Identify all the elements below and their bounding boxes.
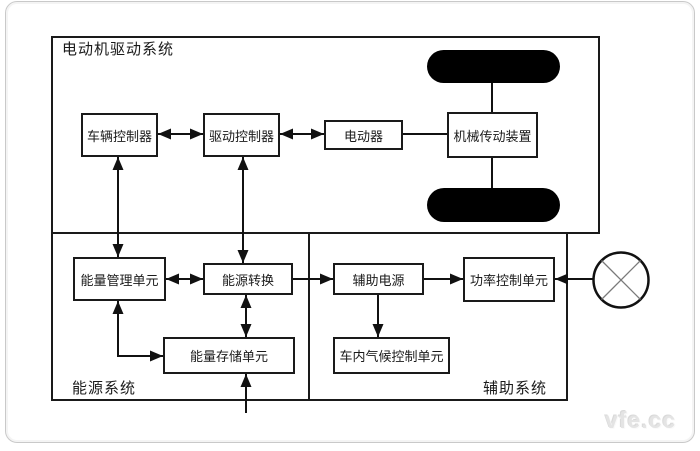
node-vehicle-controller: 车辆控制器 xyxy=(81,113,158,157)
node-power-control-unit: 功率控制单元 xyxy=(463,257,555,302)
node-energy-management-unit: 能量管理单元 xyxy=(73,257,166,301)
image-rounded-frame xyxy=(5,1,695,443)
watermark: vfe.cc xyxy=(605,407,677,433)
node-motor: 电动器 xyxy=(324,120,403,150)
label-energy-system: 能源系统 xyxy=(72,380,137,397)
node-mechanical-transmission: 机械传动装置 xyxy=(447,112,538,158)
node-energy-storage-unit: 能量存储单元 xyxy=(163,337,295,374)
circle-x-icon xyxy=(592,251,650,309)
label-motor-drive-system: 电动机驱动系统 xyxy=(62,41,175,58)
label-auxiliary-system: 辅助系统 xyxy=(483,380,548,397)
node-auxiliary-power: 辅助电源 xyxy=(333,263,424,295)
section-auxiliary-system xyxy=(308,232,568,401)
rear-wheel-shape xyxy=(427,188,560,222)
node-energy-conversion: 能源转换 xyxy=(203,263,293,295)
arrowheads xyxy=(112,128,568,387)
node-cabin-climate-control-unit: 车内气候控制单元 xyxy=(333,337,450,374)
node-drive-controller: 驱动控制器 xyxy=(203,113,280,157)
front-wheel-shape xyxy=(427,50,560,83)
